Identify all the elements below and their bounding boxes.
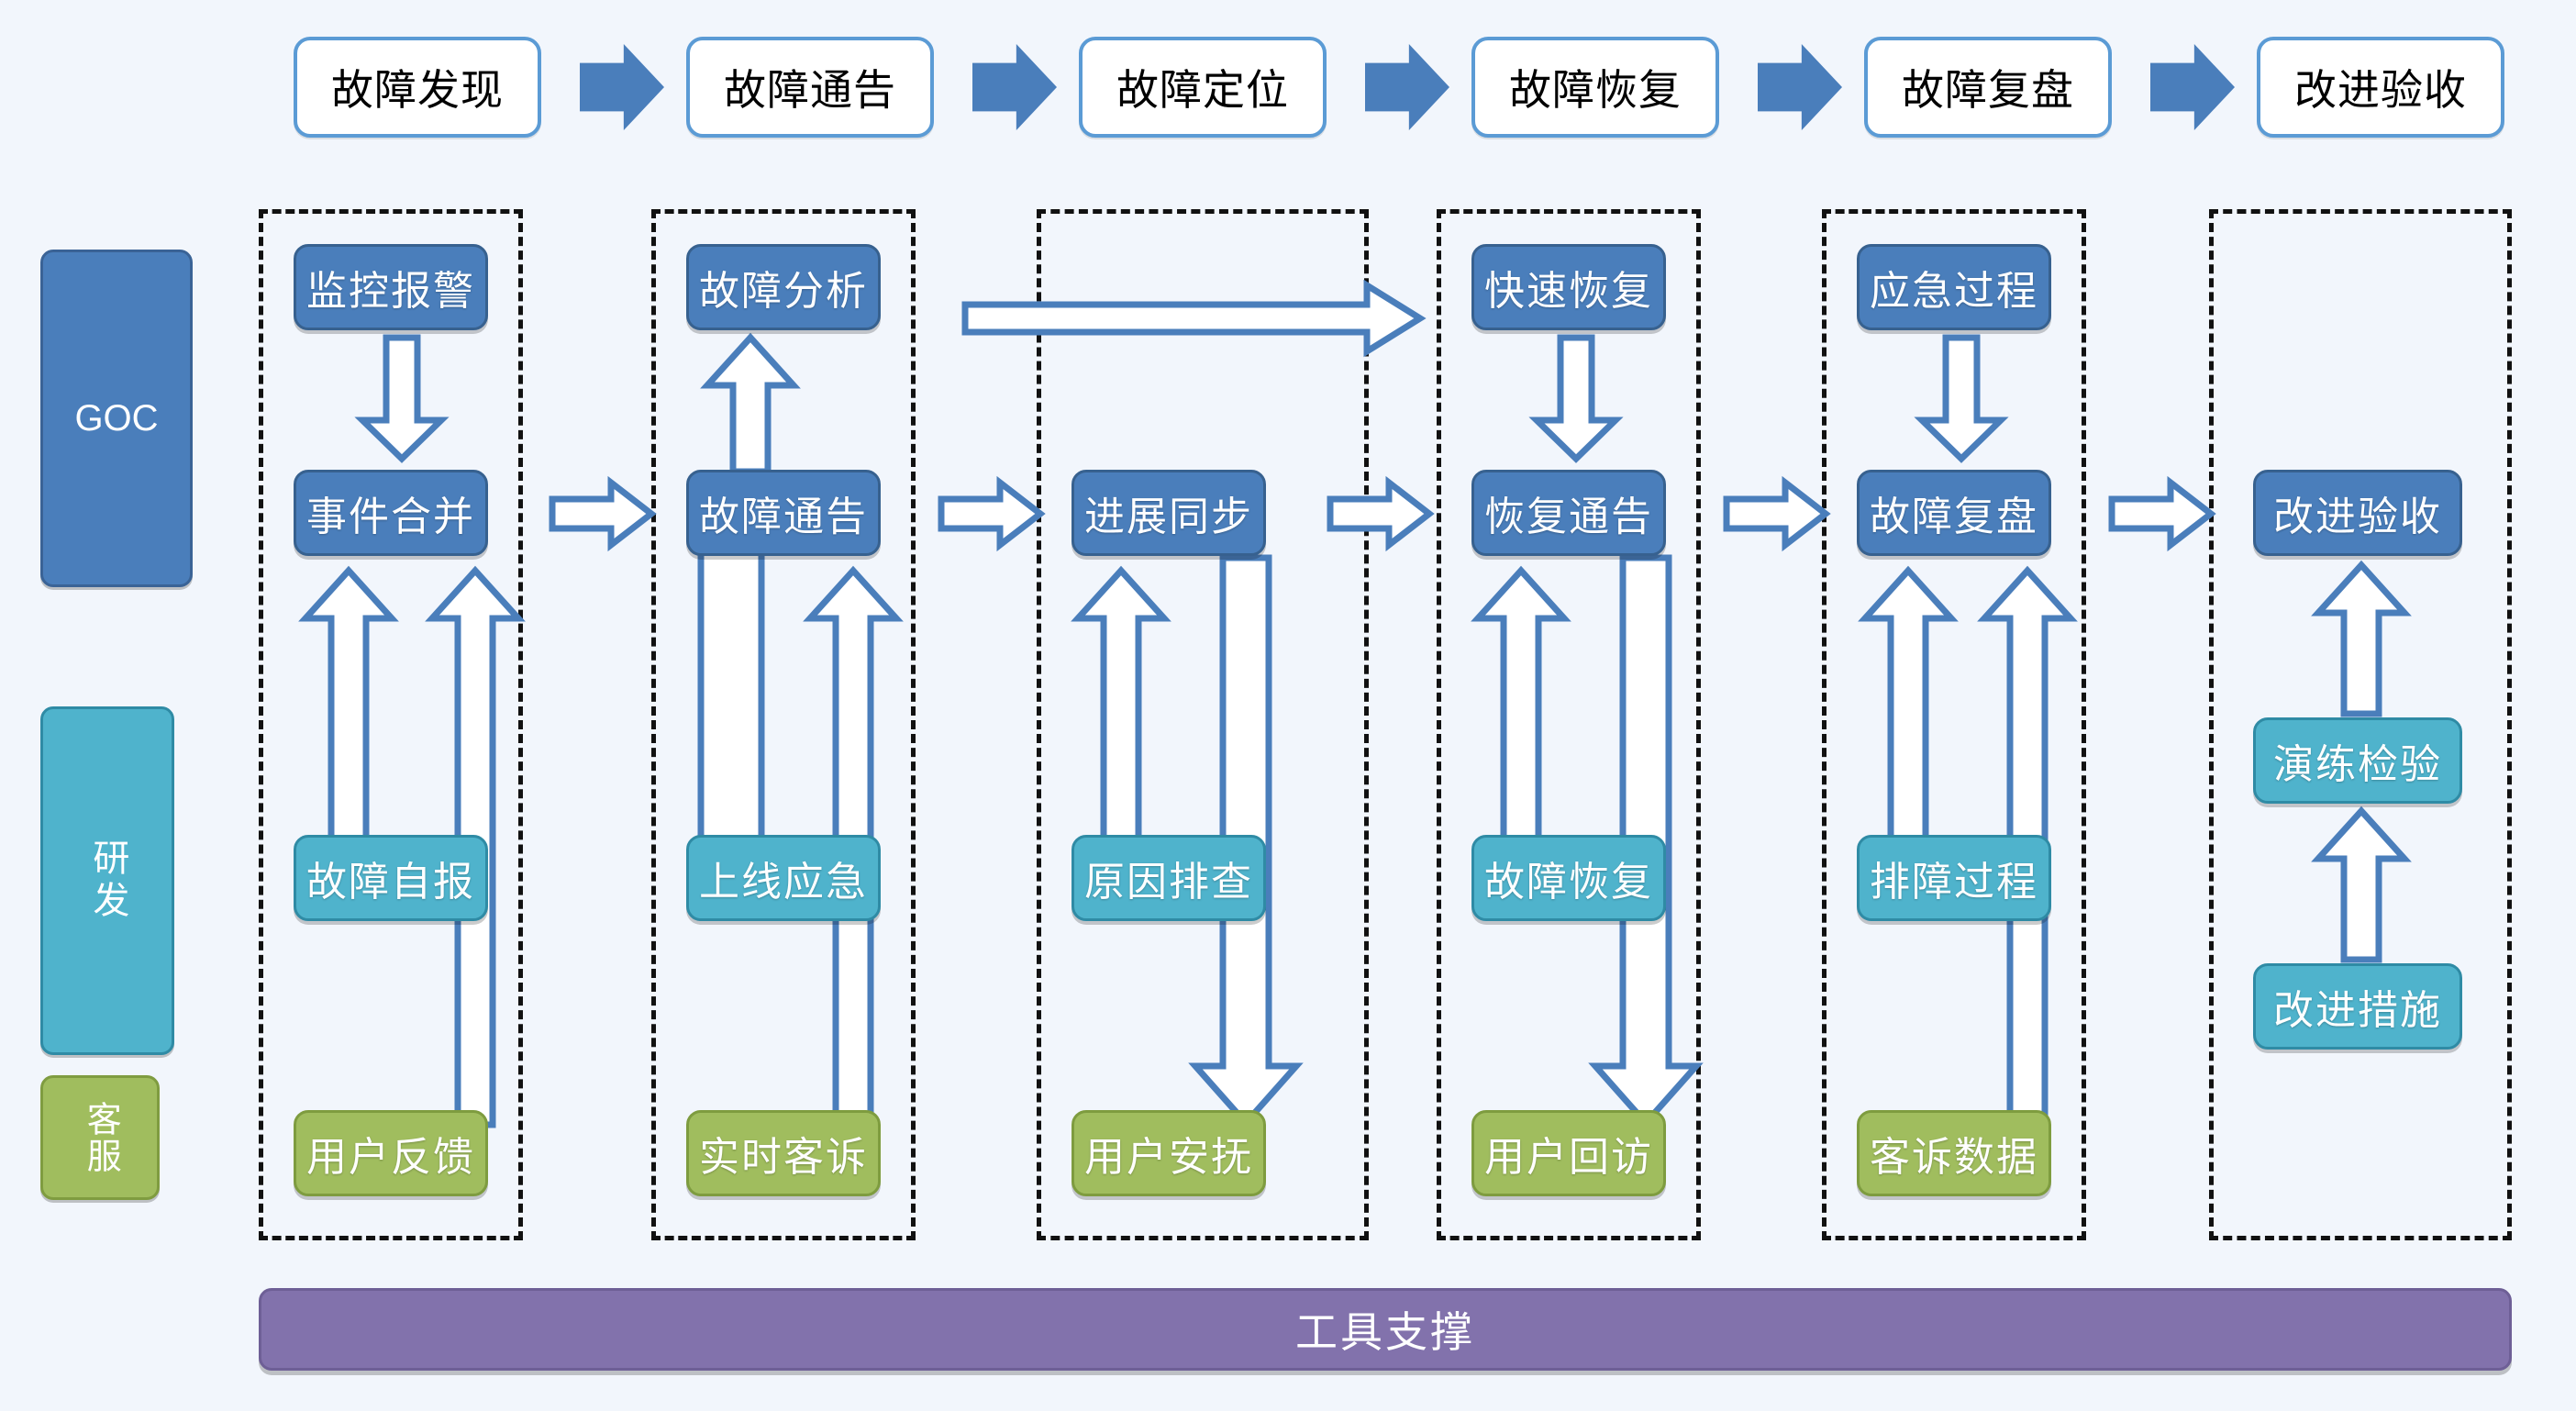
phase-chevron-icon-5 [2150,44,2235,130]
node-user-soothe[interactable]: 用户安抚 [1071,1110,1266,1196]
node-fault-notify[interactable]: 故障通告 [686,470,881,556]
phase-chevron-icon-1 [580,44,664,130]
phase-pill-recover[interactable]: 故障恢复 [1471,37,1719,138]
node-fault-analysis[interactable]: 故障分析 [686,244,881,330]
tool-support-bar[interactable]: 工具支撑 [259,1288,2512,1371]
node-progress-sync[interactable]: 进展同步 [1071,470,1266,556]
node-online-emergency[interactable]: 上线应急 [686,835,881,921]
node-complaint-data[interactable]: 客诉数据 [1857,1110,2051,1196]
arrow-up-drill-to-acceptance [2315,563,2407,716]
node-root-cause-check[interactable]: 原因排查 [1071,835,1266,921]
phase-pill-review[interactable]: 故障复盘 [1864,37,2112,138]
node-quick-recover[interactable]: 快速恢复 [1471,244,1666,330]
arrow-stem-online-emergency [697,549,765,851]
node-user-revisit[interactable]: 用户回访 [1471,1110,1666,1196]
node-event-merge[interactable]: 事件合并 [294,470,488,556]
phase-pill-verify[interactable]: 改进验收 [2257,37,2504,138]
arrow-down-quickrecover-to-recovernotify [1534,336,1618,461]
arrow-right-recovernotify-to-review [1725,481,1827,547]
lane-recover [1437,209,1701,1240]
node-emergency-process[interactable]: 应急过程 [1857,244,2051,330]
node-user-feedback[interactable]: 用户反馈 [294,1110,488,1196]
node-self-report[interactable]: 故障自报 [294,835,488,921]
node-monitor-alert[interactable]: 监控报警 [294,244,488,330]
role-chip-rd-label: 研发 [87,839,128,923]
arrow-right-review-to-verify [2110,481,2213,547]
arrow-right-merge-to-notify [550,481,653,547]
arrow-down-emergencyprocess-to-review [1919,336,2004,461]
arrow-down-monitor-to-merge [360,336,444,461]
node-troubleshoot-process[interactable]: 排障过程 [1857,835,2051,921]
node-improve-acceptance[interactable]: 改进验收 [2253,470,2462,556]
lane-discover [259,209,523,1240]
arrow-up-faultrecover-to-recovernotify [1475,569,1567,851]
arrow-analysis-to-quickrecover [963,283,1422,354]
phase-chevron-icon-4 [1758,44,1842,130]
arrow-up-selfreport-to-merge [303,569,394,851]
node-fault-review[interactable]: 故障复盘 [1857,470,2051,556]
node-improve-measure[interactable]: 改进措施 [2253,963,2462,1050]
role-chip-goc: GOC [40,250,193,587]
role-chip-cs-label: 客服 [81,1101,120,1174]
arrow-right-progress-to-recovernotify [1328,481,1431,547]
node-fault-recover[interactable]: 故障恢复 [1471,835,1666,921]
role-chip-rd: 研发 [40,706,174,1055]
arrow-up-troubleshoot-to-review [1862,569,1954,851]
phase-pill-discover[interactable]: 故障发现 [294,37,541,138]
phase-pill-locate[interactable]: 故障定位 [1079,37,1327,138]
arrow-right-notify-to-progress [939,481,1042,547]
node-drill-verify[interactable]: 演练检验 [2253,717,2462,804]
phase-chevron-icon-2 [972,44,1057,130]
arrow-up-improvemeasure-to-drill [2315,809,2407,961]
phase-chevron-icon-3 [1365,44,1449,130]
arrow-up-rootcause-to-progress [1075,569,1167,851]
arrow-up-notify-to-analysis [705,336,796,473]
lane-locate [1037,209,1369,1240]
node-recover-notify[interactable]: 恢复通告 [1471,470,1666,556]
role-chip-cs: 客服 [40,1075,160,1200]
lane-notify [651,209,916,1240]
lane-verify [2209,209,2512,1240]
phase-pill-notify[interactable]: 故障通告 [686,37,934,138]
node-realtime-complaint[interactable]: 实时客诉 [686,1110,881,1196]
lane-review [1822,209,2086,1240]
